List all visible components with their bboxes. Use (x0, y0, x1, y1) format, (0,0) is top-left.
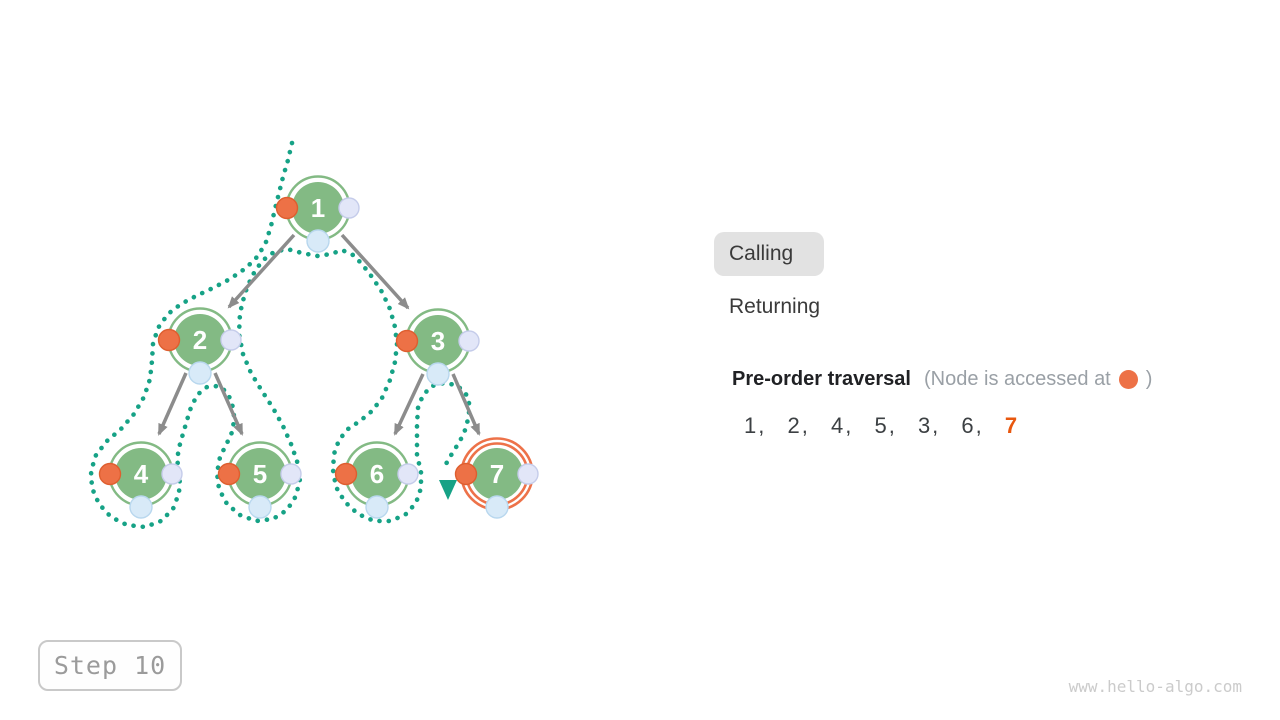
bottom-dot (485, 495, 509, 519)
node-label: 4 (134, 459, 149, 489)
edge-3-7 (451, 373, 481, 436)
tree-node-1: 1 (275, 175, 360, 253)
tree-node-7-current: 7 (454, 437, 539, 519)
access-dot (334, 462, 358, 486)
traversal-path (88, 140, 472, 530)
legend-title: Pre-order traversal (732, 367, 911, 390)
sequence-item: 1, (744, 413, 767, 438)
right-dot (280, 463, 302, 485)
node-label: 3 (431, 326, 445, 356)
edge-1-3 (340, 233, 410, 310)
bottom-dot (248, 495, 272, 519)
node-circle (412, 315, 464, 367)
access-dot (275, 196, 299, 220)
tree-node-3: 3 (395, 308, 480, 386)
node-label: 5 (253, 459, 267, 489)
right-dot (517, 463, 539, 485)
bottom-dot (365, 495, 389, 519)
node-circle (471, 448, 523, 500)
node-circle (292, 182, 344, 234)
access-marker-icon (1118, 369, 1138, 389)
tab-returning-label: Returning (729, 295, 821, 318)
tree-node-2: 2 (157, 307, 242, 385)
node-label: 6 (370, 459, 384, 489)
sequence-item: 3, (917, 413, 941, 438)
node-circle (115, 448, 167, 500)
traversal-sequence: 1, 2, 4, 5, 3, 6, 7 (744, 413, 1032, 439)
cursor-triangle-icon (439, 480, 457, 500)
watermark: www.hello-algo.com (1068, 677, 1242, 696)
node-circle (351, 448, 403, 500)
legend-note-close: ) (1145, 367, 1153, 390)
sequence-item: 4, (830, 413, 854, 438)
tree-edges (157, 233, 481, 436)
bottom-dot (426, 362, 450, 386)
edge-3-6 (393, 373, 425, 436)
bottom-dot (188, 361, 212, 385)
edge-1-2 (227, 233, 296, 309)
sequence-item: 6, (961, 413, 984, 438)
legend-note: (Node is accessed at (923, 367, 1111, 390)
bottom-dot (306, 229, 330, 253)
node-circle (174, 314, 226, 366)
access-dot (98, 462, 122, 486)
right-dot (338, 197, 360, 219)
tree-node-5: 5 (217, 441, 302, 519)
right-dot (161, 463, 183, 485)
tab-calling[interactable]: Calling (714, 232, 824, 276)
right-dot (458, 330, 480, 352)
access-dot (217, 462, 241, 486)
node-circle (234, 448, 286, 500)
tab-calling-label: Calling (729, 242, 794, 265)
bottom-dot (129, 495, 153, 519)
step-badge-label: Step 10 (53, 651, 167, 680)
access-dot (395, 329, 419, 353)
sequence-item: 2, (787, 413, 810, 438)
step-badge: Step 10 (38, 640, 182, 691)
legend: Pre-order traversal (Node is accessed at… (732, 366, 1152, 392)
edge-2-4 (157, 372, 188, 436)
right-dot (220, 329, 242, 351)
edge-2-5 (213, 372, 244, 436)
right-dot (397, 463, 419, 485)
node-label: 7 (490, 459, 504, 489)
tab-returning[interactable]: Returning (729, 295, 820, 319)
sequence-item: 5, (874, 413, 897, 438)
tree-node-4: 4 (98, 441, 183, 519)
tree-node-6: 6 (334, 441, 419, 519)
sequence-item-current: 7 (1004, 413, 1020, 438)
node-label: 1 (311, 193, 325, 223)
access-dot (454, 462, 478, 486)
access-dot (157, 328, 181, 352)
node-label: 2 (193, 325, 207, 355)
